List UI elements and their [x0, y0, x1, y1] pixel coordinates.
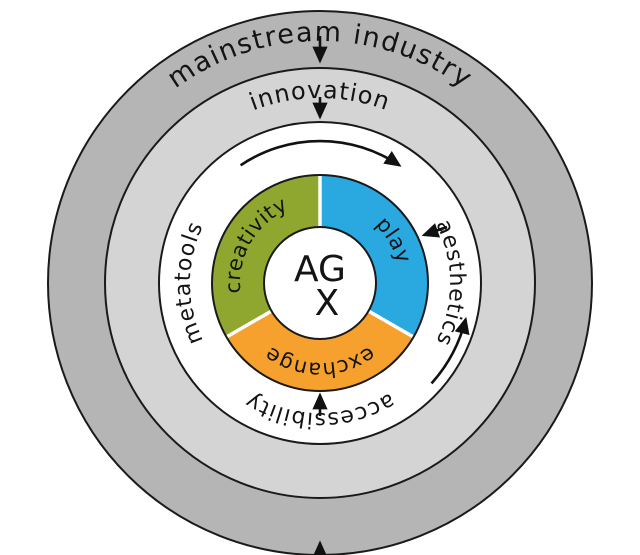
center-label-line2: X — [315, 283, 340, 324]
segment-creativity — [212, 175, 320, 337]
center-circle — [263, 226, 377, 340]
segment-exchange — [226, 311, 414, 391]
flow-arrows — [239, 36, 470, 555]
arrow-right-upward — [430, 316, 470, 385]
arrow-top-clockwise — [239, 139, 402, 167]
center-label-line1: AG — [294, 249, 346, 290]
segment-play — [320, 175, 428, 337]
arrow-aesthetics-to-play — [421, 223, 448, 238]
segment-separators — [225, 175, 415, 339]
donut-outline — [211, 174, 429, 392]
